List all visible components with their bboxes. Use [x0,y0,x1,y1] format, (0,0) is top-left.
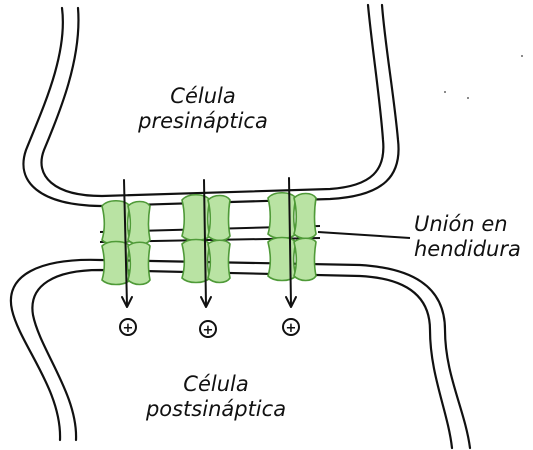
channel-2-upper-connexon [182,195,230,241]
channel-3-lower-connexon [268,238,316,281]
decorative-dots [444,55,523,99]
gap-junction-label: Unión en hendidura [414,212,521,262]
ion-symbol: + [123,321,134,336]
gap-junction-label-line1: Unión en [414,212,521,237]
positive-ion-1: + [120,319,136,336]
channel-3-upper-connexon [268,193,316,239]
postsynaptic-cell-label: Célula postsináptica [128,372,304,422]
ion-symbol: + [203,323,214,338]
presynaptic-label-line1: Célula [128,84,278,109]
gap-junction-channel-3 [268,193,316,281]
ion-symbol: + [286,321,297,336]
gap-junction-label-line2: hendidura [414,237,521,262]
positive-ion-3: + [283,319,299,336]
presynaptic-cell-label: Célula presináptica [128,84,278,134]
presynaptic-label-line2: presináptica [128,109,278,134]
positive-ion-2: + [200,321,216,338]
postsynaptic-label-line1: Célula [128,372,304,397]
postsynaptic-label-line2: postsináptica [128,397,304,422]
